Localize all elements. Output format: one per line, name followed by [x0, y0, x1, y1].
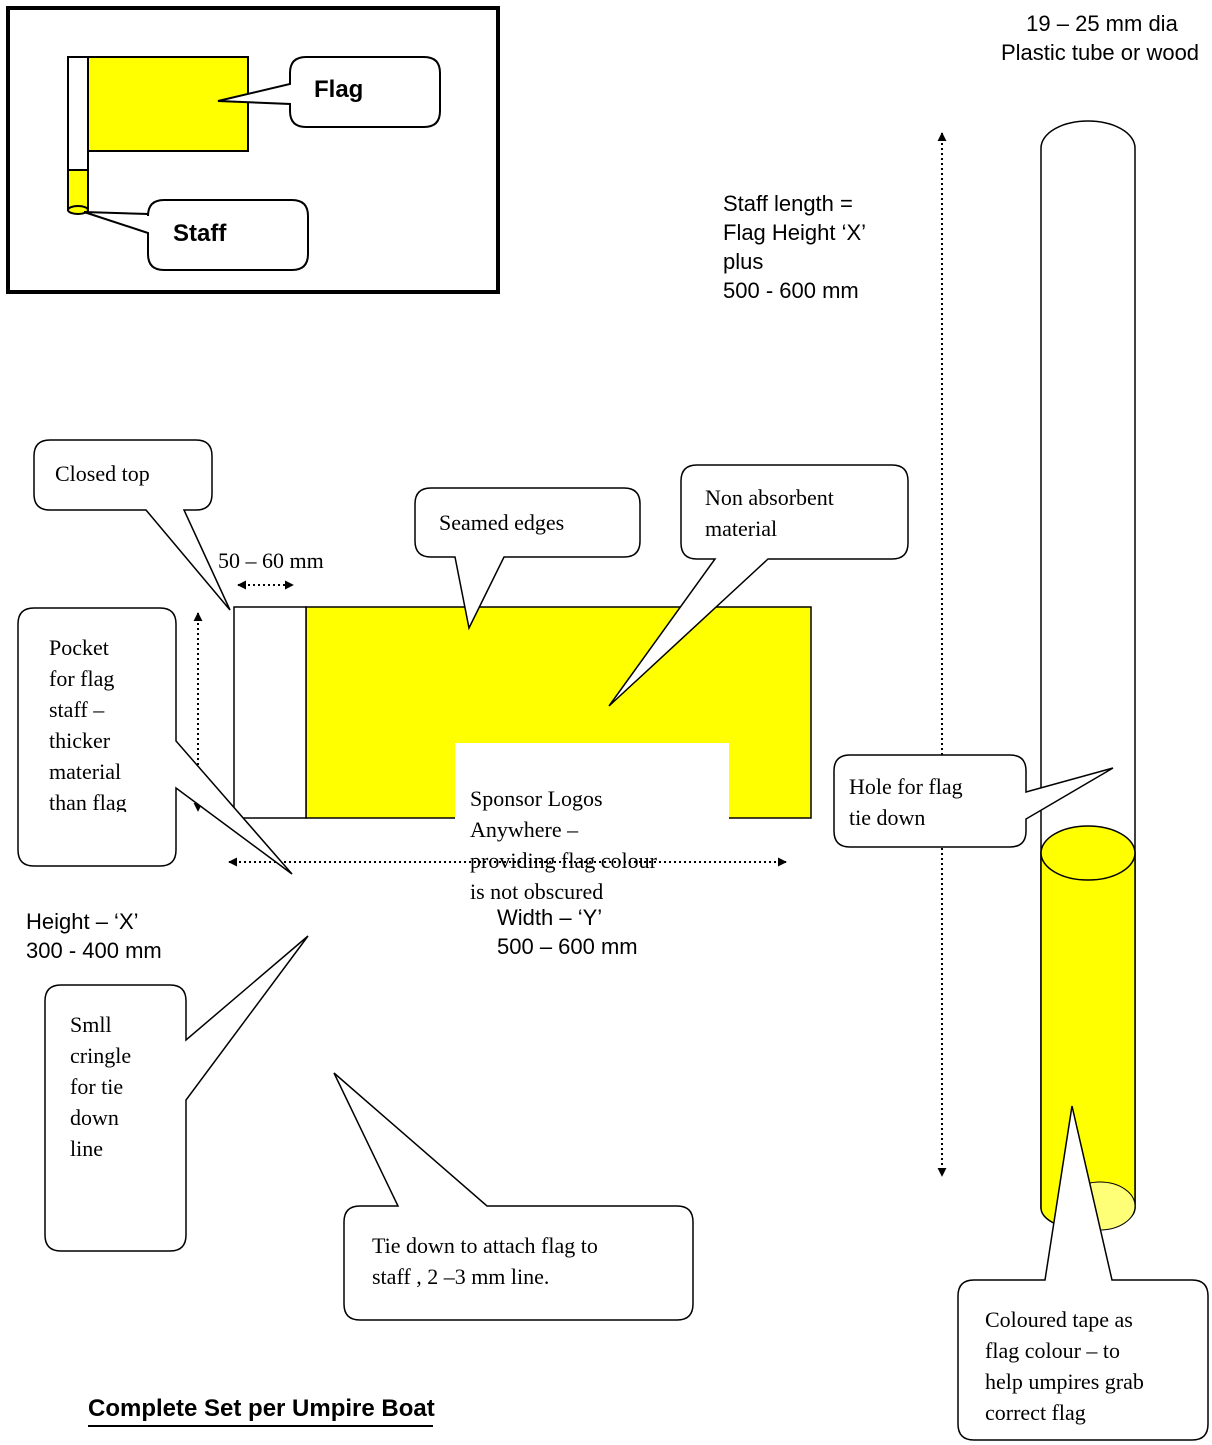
hole-bubble — [833, 754, 1114, 848]
staff-length-line-2: Flag Height ‘X’ — [723, 220, 867, 245]
pocket-bubble — [17, 607, 293, 875]
cringle-line-4: down — [70, 1105, 119, 1130]
sponsor-line-3: providing flag colour — [470, 848, 657, 873]
tape-line-3: help umpires grab — [985, 1369, 1144, 1394]
inset-staff-tape — [67, 169, 89, 211]
height-label-1: Height – ‘X’ — [26, 909, 139, 934]
inset-flag-label: Flag — [314, 76, 364, 103]
width-label-1: Width – ‘Y’ — [497, 905, 603, 930]
staff-length-line-4: 500 - 600 mm — [723, 278, 859, 303]
tie-down-line-1: Tie down to attach flag to — [372, 1233, 598, 1258]
tape-line-4: correct flag — [985, 1400, 1086, 1425]
hole-line-1: Hole for flag — [849, 774, 963, 799]
pocket-line-1: Pocket — [49, 635, 109, 660]
staff-tape-top — [1040, 825, 1136, 881]
hole-line-2: tie down — [849, 805, 926, 830]
closed-top-bubble — [33, 439, 231, 611]
non-absorbent-bubble — [608, 464, 909, 707]
tape-line-1: Coloured tape as — [985, 1307, 1133, 1332]
staff-callout-bubble — [83, 199, 309, 271]
main-flag — [233, 606, 812, 943]
pocket-line-6: than flag — [49, 790, 127, 812]
sponsor-line-1: Sponsor Logos — [470, 786, 603, 811]
width-label-2: 500 – 600 mm — [497, 934, 638, 959]
staff-pocket — [233, 606, 307, 819]
callout-bubbles — [17, 439, 1209, 1441]
tie-down-bubble — [333, 1072, 694, 1321]
seamed-edges-label: Seamed edges — [439, 510, 565, 535]
cringle-line-2: cringle — [70, 1043, 132, 1068]
sponsor-line-4: is not obscured — [470, 879, 604, 904]
staff-length-line-3: plus — [723, 249, 764, 274]
inset-frame — [6, 6, 500, 294]
non-absorbent-line-2: material — [705, 516, 778, 541]
sponsor-line-2: Anywhere – — [470, 817, 579, 842]
closed-top-label: Closed top — [55, 461, 150, 486]
flag-callout-bubble — [217, 56, 441, 128]
footer-title: Complete Set per Umpire Boat — [88, 1395, 435, 1422]
seamed-edges-bubble — [414, 487, 641, 631]
staff-length-line-1: Staff length = — [723, 191, 853, 216]
pocket-width-label: 50 – 60 mm — [218, 548, 324, 573]
inset-overview — [6, 6, 500, 294]
height-label-2: 300 - 400 mm — [26, 938, 162, 963]
inset-staff-label: Staff — [173, 220, 227, 247]
staff-spec-diameter: 19 – 25 mm dia — [1026, 11, 1178, 36]
inset-staff-end — [67, 205, 89, 215]
cringle-line-1: Smll — [70, 1012, 112, 1037]
tall-staff — [1040, 120, 1136, 1231]
cringle-bubble — [44, 935, 309, 1252]
pocket-line-3: staff – — [49, 697, 105, 722]
sponsor-logo-area — [455, 743, 729, 943]
staff-spec-material: Plastic tube or wood — [1000, 40, 1200, 65]
pocket-line-5: material — [49, 759, 122, 784]
inset-flag — [87, 56, 249, 152]
cringle-line-3: for tie — [70, 1074, 124, 1099]
cringle-line-5: line — [70, 1136, 103, 1161]
tie-down-line-2: staff , 2 –3 mm line. — [372, 1264, 550, 1289]
pocket-line-4: thicker — [49, 728, 111, 753]
non-absorbent-line-1: Non absorbent — [705, 485, 834, 510]
tape-line-2: flag colour – to — [985, 1338, 1121, 1363]
pocket-line-2: for flag — [49, 666, 115, 691]
coloured-tape-bubble — [957, 1105, 1209, 1441]
